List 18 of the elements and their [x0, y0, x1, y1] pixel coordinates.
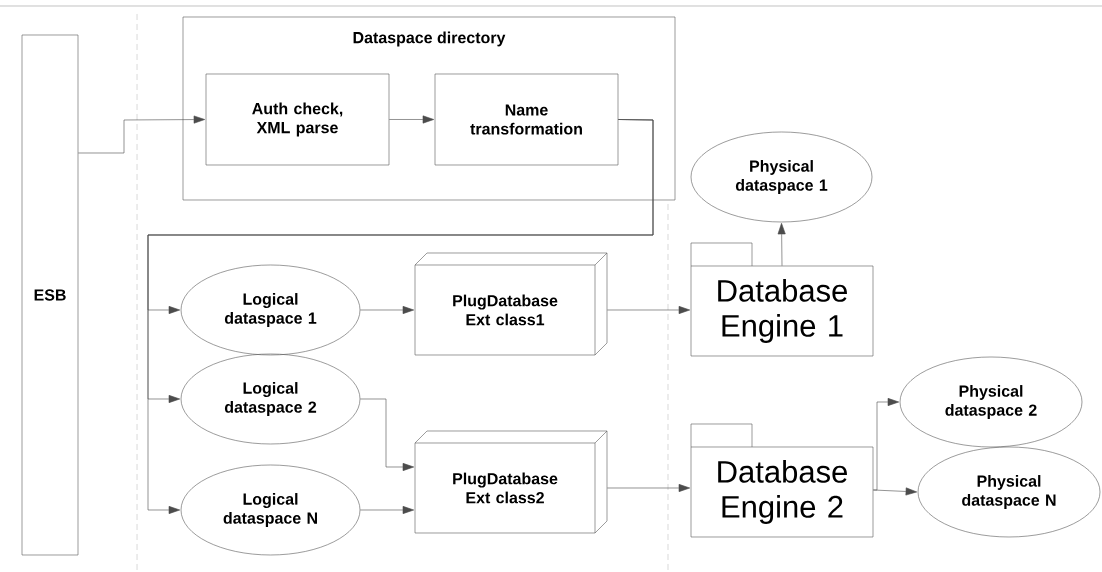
- class-box: PlugDatabase Ext class2: [414, 430, 608, 534]
- arrow: [360, 306, 415, 314]
- arrow: [147, 119, 654, 514]
- arrow: [873, 398, 900, 491]
- package-box: Database Engine 1: [690, 242, 874, 357]
- class-box: PlugDatabase Ext class1: [414, 252, 608, 356]
- process-box: ESB: [21, 34, 79, 556]
- arrow: [607, 306, 691, 314]
- process-box: Auth check, XML parse: [205, 73, 390, 166]
- arrow: [607, 484, 691, 492]
- package-box: Database Engine 2: [690, 423, 874, 538]
- arrow: [873, 487, 918, 496]
- arrow: [360, 398, 415, 471]
- process-box: Name transformation: [434, 73, 619, 166]
- arrow: [777, 222, 786, 266]
- arrow: [360, 506, 415, 514]
- arrow: [389, 115, 435, 124]
- arrow: [78, 115, 206, 154]
